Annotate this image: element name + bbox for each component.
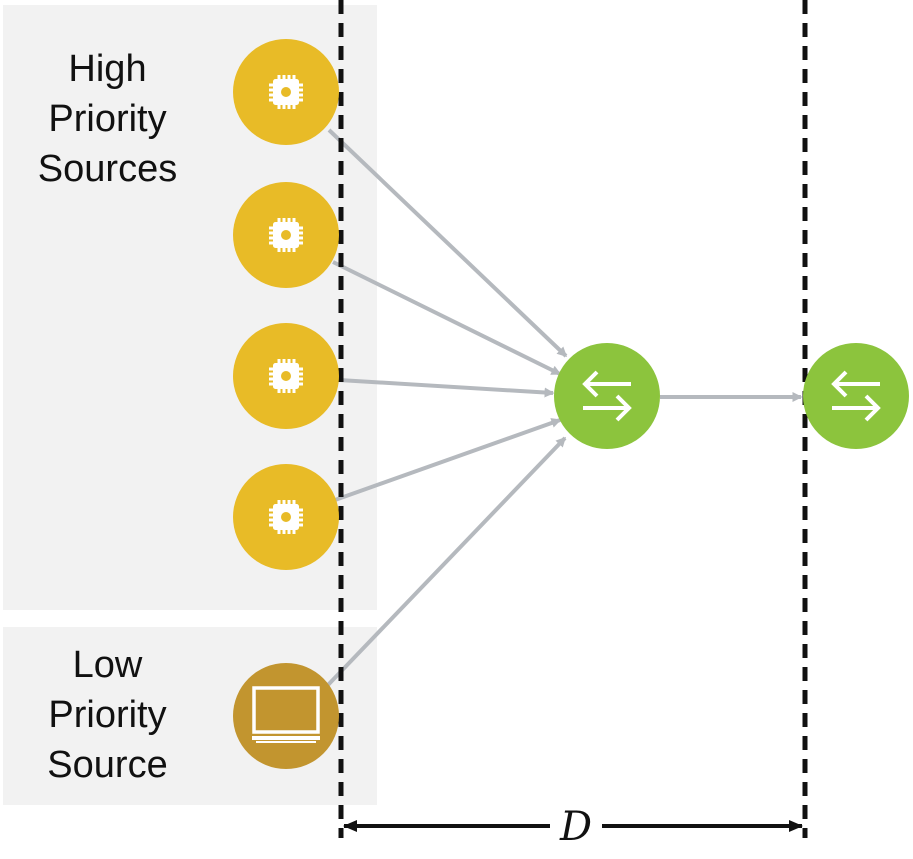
high-priority-source-2 (233, 182, 339, 288)
edge-source-4-to-switch (334, 418, 562, 502)
chip-icon (267, 73, 305, 111)
low-priority-source (233, 663, 339, 769)
edges (325, 128, 803, 688)
switch-node-2 (803, 343, 909, 449)
high-priority-source-3 (233, 323, 339, 429)
switch-node-1 (554, 343, 660, 449)
edge-source-2-to-switch (332, 260, 562, 376)
edge-source-1-to-switch (327, 128, 568, 358)
distance-label: D (559, 804, 592, 850)
edge-source-3-to-switch (338, 378, 555, 398)
high-priority-source-4 (233, 464, 339, 570)
high-priority-source-1 (233, 39, 339, 145)
high-priority-sources-label: High Priority Sources (37, 48, 178, 190)
chip-icon (267, 498, 305, 536)
low-priority-source-label: Low Priority Source (47, 644, 168, 786)
chip-icon (267, 357, 305, 395)
edge-low-source-to-switch (325, 436, 567, 688)
monitor-icon (252, 686, 320, 743)
chip-icon (267, 216, 305, 254)
